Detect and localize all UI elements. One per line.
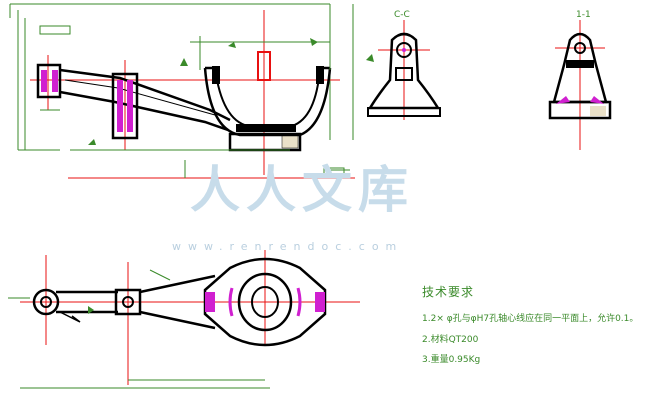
- front-view: [30, 10, 355, 179]
- technical-requirement-item: 2.材料QT200: [422, 335, 479, 345]
- technical-requirement-item: 3.重量0.95Kg: [422, 355, 481, 365]
- technical-requirements-title: 技术要求: [422, 285, 475, 299]
- drawing-frame: [9, 3, 354, 151]
- watermark-logo-text: 人人文库: [190, 161, 414, 219]
- top-view: [8, 250, 360, 389]
- section-view-1-1: [548, 20, 612, 150]
- section-label-1-1: 1-1: [576, 10, 591, 20]
- technical-requirement-item: 1.2× φ孔与φH7孔轴心线应在同一平面上，允许0.1。: [422, 314, 639, 324]
- watermark-url: www.renrendoc.com: [172, 240, 404, 253]
- section-view-c-c: [366, 20, 441, 120]
- section-label-c-c: C-C: [394, 10, 410, 20]
